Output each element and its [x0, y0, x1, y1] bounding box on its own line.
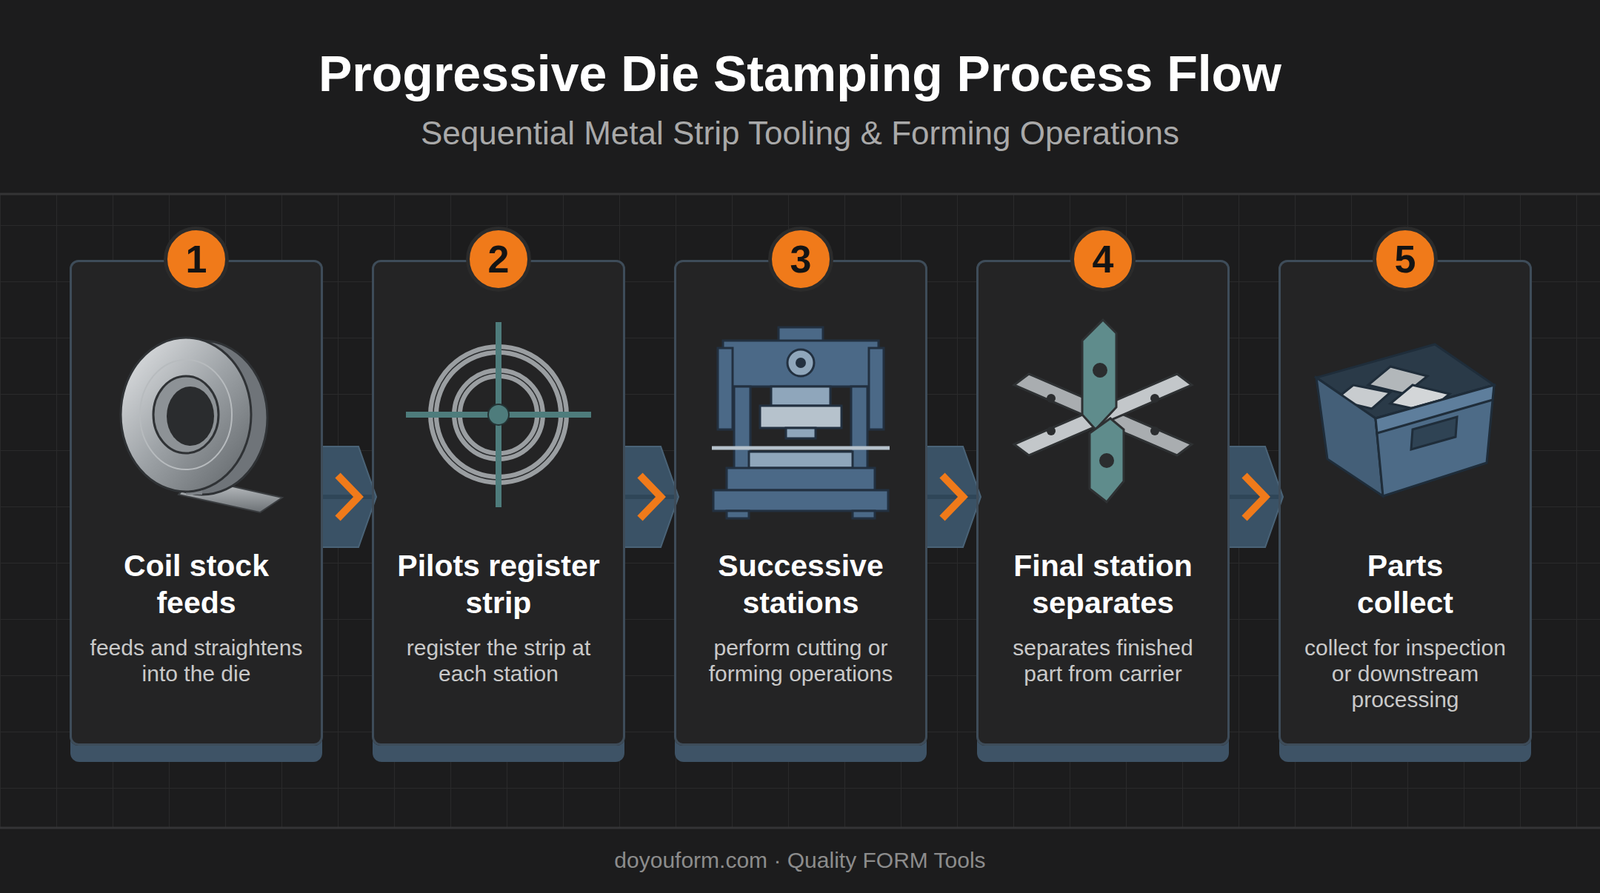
- step-heading: Successive stations: [688, 547, 914, 622]
- process-card: 1Coil stock feedsfeeds and straightens i…: [69, 260, 323, 746]
- connector-tab: [925, 446, 981, 548]
- step-heading: Coil stock feeds: [83, 547, 309, 622]
- bin-icon: [1316, 344, 1495, 497]
- coil-icon: [120, 337, 283, 513]
- card-fill: [674, 260, 928, 746]
- step-description: collect for inspection or downstream pro…: [1294, 634, 1517, 713]
- flow-arrow: [927, 494, 977, 500]
- step-number: 4: [1070, 226, 1136, 292]
- step-description: feeds and straightens into the die: [85, 634, 308, 687]
- connector-tab: [1228, 446, 1283, 548]
- diagram-title: Progressive Die Stamping Process Flow: [0, 44, 1600, 103]
- step-heading: Parts collect: [1331, 547, 1480, 622]
- card-fill: [976, 260, 1230, 746]
- process-card: 4Final station separatesseparates finish…: [976, 260, 1230, 746]
- step-description: register the strip at each station: [387, 634, 610, 687]
- process-card: 3Successive stationsperform cutting or f…: [674, 260, 928, 746]
- step-heading: Pilots register strip: [385, 547, 612, 622]
- target-icon: [405, 322, 592, 508]
- card-fill: [69, 260, 323, 746]
- flow-arrow: [322, 494, 372, 500]
- press-icon: [711, 327, 890, 519]
- process-card: 2Pilots register stripregister the strip…: [371, 260, 626, 746]
- connector-tab: [623, 446, 679, 548]
- connector-tab: [321, 446, 377, 548]
- step-description: separates finished part from carrier: [991, 634, 1215, 687]
- parts-icon: [1014, 320, 1192, 503]
- step-number: 5: [1372, 226, 1438, 292]
- process-card: 5Parts collectcollect for inspection or …: [1278, 260, 1532, 746]
- footer-note: doyouform.com · Quality FORM Tools: [0, 848, 1600, 874]
- flow-arrow: [625, 494, 675, 500]
- card-fill: [1278, 260, 1532, 746]
- subtitle: Sequential Metal Strip Tooling & Forming…: [0, 114, 1600, 152]
- step-number: 3: [768, 226, 834, 292]
- step-heading: Final station separates: [990, 547, 1216, 622]
- card-fill: [371, 260, 626, 746]
- flow-arrow: [1229, 494, 1279, 500]
- step-description: perform cutting or forming operations: [689, 634, 912, 687]
- step-number: 1: [163, 226, 229, 292]
- step-number: 2: [465, 226, 532, 292]
